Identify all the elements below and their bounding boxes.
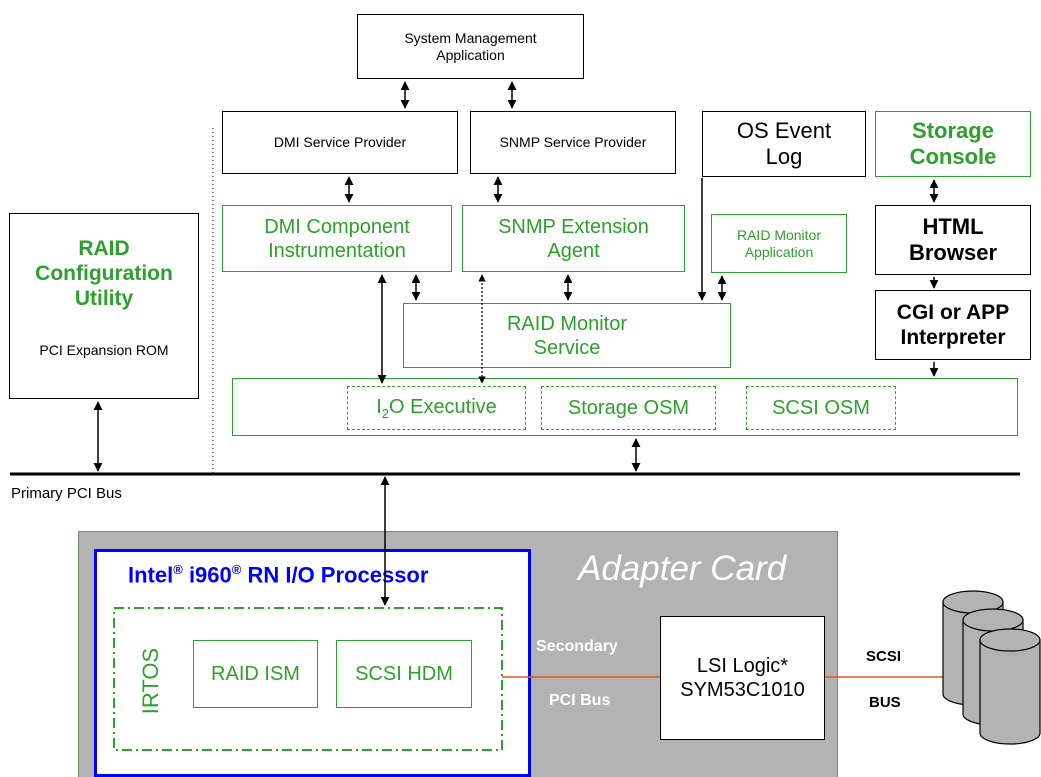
adapter-card-label: Adapter Card xyxy=(578,549,787,588)
secondary-bus-label: Secondary xyxy=(536,638,618,655)
storage-osm-box: Storage OSM xyxy=(541,386,716,430)
scsi-bus-label: SCSI xyxy=(866,648,902,665)
scsi-bus-label-2: BUS xyxy=(869,694,901,711)
disk-stack-icon xyxy=(942,590,1041,745)
raid-ism-box: RAID ISM xyxy=(193,640,318,708)
snmp-service-provider-box: SNMP Service Provider xyxy=(470,111,676,174)
i2o-executive-box: I2O Executive xyxy=(347,386,526,430)
scsi-osm-box: SCSI OSM xyxy=(746,386,896,430)
processor-title: Intel® i960® RN I/O Processor xyxy=(128,562,429,588)
raid-config-utility-box: RAID Configuration Utility PCI Expansion… xyxy=(9,213,199,399)
secondary-bus-label-2: PCI Bus xyxy=(549,692,611,709)
dmi-service-provider-box: DMI Service Provider xyxy=(222,111,458,174)
lsi-chip-box: LSI Logic*SYM53C1010 xyxy=(660,616,825,740)
scsi-hdm-box: SCSI HDM xyxy=(336,640,472,708)
irtos-box xyxy=(113,607,503,751)
primary-pci-bus-label: Primary PCI Bus xyxy=(11,485,122,502)
